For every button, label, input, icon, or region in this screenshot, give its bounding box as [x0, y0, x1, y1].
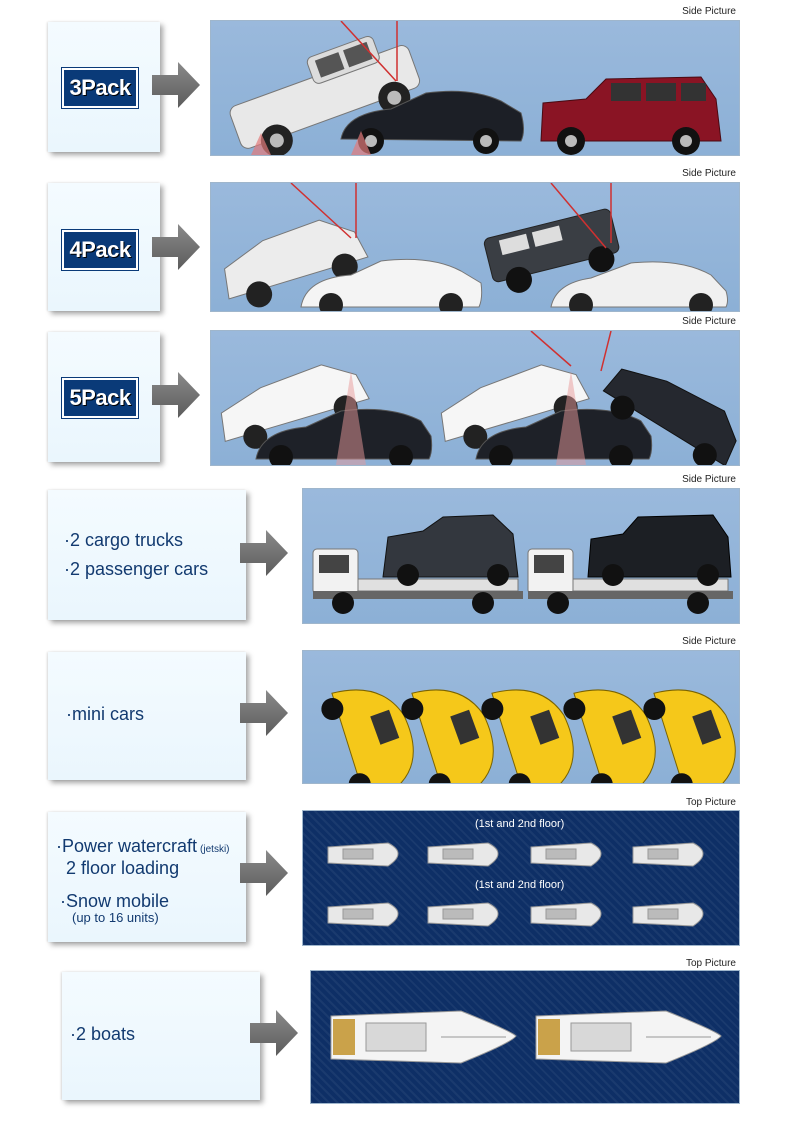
arrow-right-icon: [152, 224, 200, 270]
car-layout-illustration: [229, 21, 722, 155]
badge-3pack: 3Pack: [61, 67, 139, 109]
side-picture-5pack: [210, 330, 740, 466]
picture-label: Side Picture: [682, 474, 736, 485]
mini-car: [563, 689, 656, 783]
car-layout-illustration: [321, 689, 736, 783]
text-floor-loading: 2 floor loading: [66, 858, 180, 878]
jetski-note: (jetski): [200, 844, 230, 855]
picture-label: Top Picture: [685, 797, 736, 808]
text-up-to-16-units: (up to 16 units): [72, 910, 159, 925]
picture-label: Side Picture: [682, 168, 736, 179]
text-cargo-trucks: ·2 cargo trucks: [64, 530, 184, 550]
side-picture-mini-cars: [302, 650, 740, 784]
power-watercraft-label: ·Power watercraft: [56, 836, 198, 856]
picture-label: Side Picture: [682, 636, 736, 647]
section-card-boats: [62, 972, 260, 1100]
side-picture-4pack: [210, 182, 740, 312]
picture-label: Side Picture: [682, 6, 736, 17]
car-layout-illustration: [224, 183, 728, 311]
top-picture-boats: [310, 970, 740, 1104]
arrow-right-icon: [240, 690, 288, 736]
car-layout-illustration: [312, 514, 733, 614]
mini-car: [401, 689, 494, 783]
mini-car: [643, 689, 736, 783]
car-layout-illustration: [220, 331, 737, 465]
text-mini-cars: ·mini cars: [66, 704, 145, 724]
badge-5pack: 5Pack: [61, 377, 139, 419]
section-card-watercraft: [48, 812, 246, 942]
section-card-mini-cars: [48, 652, 246, 780]
side-picture-3pack: [210, 20, 740, 156]
top-picture-watercraft: (1st and 2nd floor) (1st and 2nd floor): [302, 810, 740, 946]
text-snow-mobile: ·Snow mobile: [60, 891, 170, 911]
floor-note: (1st and 2nd floor): [475, 818, 565, 830]
picture-label: Top Picture: [685, 958, 736, 969]
badge-4pack: 4Pack: [61, 229, 139, 271]
section-card-trucks: [48, 490, 246, 620]
text-passenger-cars: ·2 passenger cars: [64, 559, 209, 579]
arrow-right-icon: [240, 850, 288, 896]
arrow-right-icon: [152, 372, 200, 418]
jetski-layout-illustration: [327, 842, 704, 927]
picture-label: Side Picture: [682, 316, 736, 327]
arrow-right-icon: [250, 1010, 298, 1056]
text-power-watercraft: ·Power watercraft(jetski): [56, 836, 230, 857]
mini-car: [321, 689, 414, 783]
side-picture-trucks: [302, 488, 740, 624]
text-boats: ·2 boats: [70, 1024, 136, 1044]
floor-note: (1st and 2nd floor): [475, 879, 565, 891]
arrow-right-icon: [240, 530, 288, 576]
mini-car: [481, 689, 574, 783]
boat-layout-illustration: [330, 1010, 722, 1064]
arrow-right-icon: [152, 62, 200, 108]
